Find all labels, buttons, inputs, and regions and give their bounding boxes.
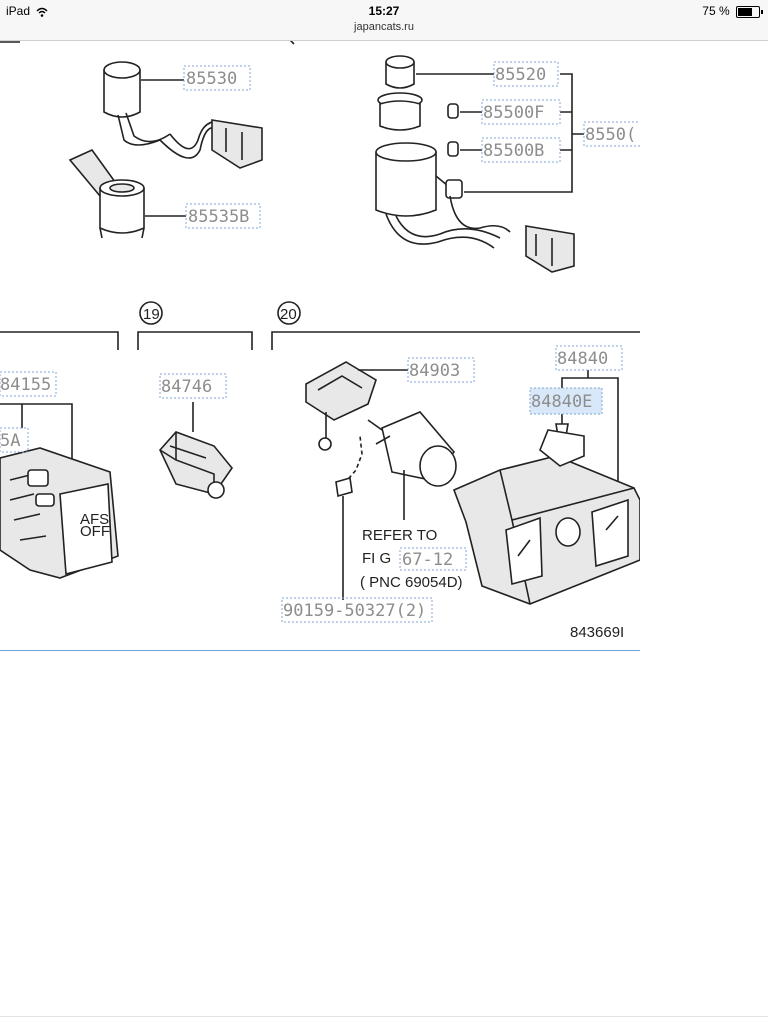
part-number-84746[interactable]: 84746 bbox=[161, 377, 212, 397]
section-number-19: 19 bbox=[143, 306, 160, 323]
part-number-box-67-12[interactable] bbox=[399, 547, 467, 571]
battery-fill bbox=[738, 7, 752, 16]
part-number-84155[interactable]: 84155 bbox=[0, 375, 51, 395]
address-bar-url[interactable]: japancats.ru bbox=[354, 21, 414, 33]
battery-icon bbox=[736, 5, 763, 18]
switch-84746-drawing bbox=[159, 402, 234, 499]
part-number-84840[interactable]: 84840 bbox=[557, 349, 608, 369]
lighter-socket-drawing bbox=[103, 61, 263, 169]
figure-code: 843669I bbox=[570, 624, 624, 641]
part-number-8550x[interactable]: 8550( bbox=[585, 125, 636, 145]
refer-to-line2: FI G bbox=[362, 550, 391, 567]
part-number-box-84155[interactable] bbox=[0, 371, 57, 397]
part-number-85500f[interactable]: 85500F bbox=[483, 103, 544, 123]
afs-switch-panel-drawing bbox=[0, 403, 119, 579]
part-number-box-90159[interactable] bbox=[281, 597, 433, 623]
sensor-84903-drawing bbox=[305, 361, 457, 600]
wifi-icon bbox=[36, 7, 48, 17]
part-number-85520[interactable]: 85520 bbox=[495, 65, 546, 85]
part-number-box-84840[interactable] bbox=[555, 345, 623, 371]
part-number-box-85535b[interactable] bbox=[185, 203, 261, 229]
part-number-box-84903[interactable] bbox=[407, 357, 475, 383]
afs-button-label-line1: AFS bbox=[80, 511, 109, 528]
part-number-box-85530[interactable] bbox=[183, 65, 251, 91]
part-number-5a[interactable]: 5A bbox=[0, 431, 20, 451]
part-number-box-8550x[interactable] bbox=[583, 121, 640, 147]
frame-ticks bbox=[0, 41, 295, 45]
part-number-84840e[interactable]: 84840E bbox=[531, 392, 592, 412]
section-dividers bbox=[0, 301, 640, 350]
part-number-84903[interactable]: 84903 bbox=[409, 361, 460, 381]
battery-percent: 75 % bbox=[702, 4, 730, 18]
afs-button-label-line2: OFF bbox=[80, 523, 110, 540]
part-number-box-5a[interactable] bbox=[0, 427, 29, 453]
page-bottom-edge bbox=[0, 1016, 768, 1017]
refer-to-line1: REFER TO bbox=[362, 527, 437, 544]
parts-diagram: 85530 85535B bbox=[0, 41, 640, 650]
part-number-box-85520[interactable] bbox=[493, 61, 559, 87]
section-number-20: 20 bbox=[280, 306, 297, 323]
part-number-85530[interactable]: 85530 bbox=[186, 69, 237, 89]
part-number-85500b[interactable]: 85500B bbox=[483, 141, 544, 161]
refer-to-line3: ( PNC 69054D) bbox=[360, 574, 463, 591]
content-divider bbox=[0, 650, 640, 651]
part-number-90159-50327[interactable]: 90159-50327(2) bbox=[283, 601, 426, 621]
battery-indicator: 75 % bbox=[702, 4, 763, 18]
switch-bezel-84840-drawing bbox=[452, 370, 640, 605]
part-number-85535b[interactable]: 85535B bbox=[188, 207, 249, 227]
clock: 15:27 bbox=[368, 4, 400, 18]
reference-figure-number[interactable]: 67-12 bbox=[402, 550, 453, 570]
lighter-assembly-drawing bbox=[375, 55, 584, 273]
device-indicator: iPad bbox=[6, 4, 48, 18]
part-number-box-84840e[interactable] bbox=[529, 387, 603, 415]
part-number-box-85500b[interactable] bbox=[481, 137, 561, 163]
part-number-box-85500f[interactable] bbox=[481, 99, 561, 125]
parts-diagram-svg: 85530 85535B bbox=[0, 41, 640, 641]
part-number-box-84746[interactable] bbox=[159, 373, 227, 399]
bracket-85500 bbox=[464, 73, 584, 193]
socket-lid-drawing bbox=[68, 149, 186, 239]
status-bar: iPad 15:27 japancats.ru 75 % bbox=[0, 0, 768, 41]
device-name: iPad bbox=[6, 4, 31, 18]
